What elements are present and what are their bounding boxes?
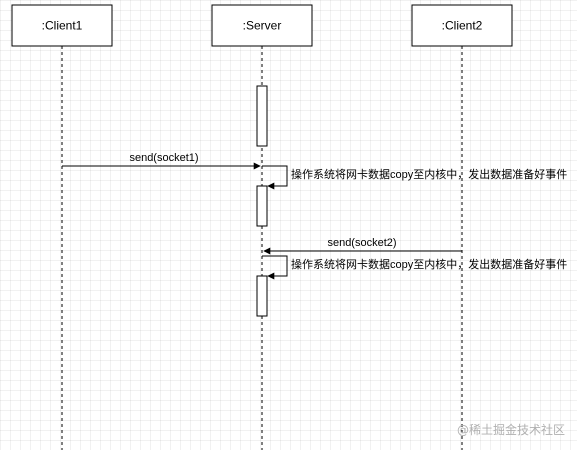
participant-client2[interactable]: :Client2	[411, 4, 513, 47]
message-send-socket2-label: send(socket2)	[327, 237, 396, 249]
watermark-text: @稀土掘金技术社区	[457, 422, 565, 437]
participant-server-label: :Server	[243, 19, 282, 33]
participant-client1[interactable]: :Client1	[11, 4, 113, 47]
participant-client2-label: :Client2	[442, 19, 483, 33]
message-send-socket1-label: send(socket1)	[129, 152, 198, 164]
message-send-socket1[interactable]: send(socket1)	[62, 152, 261, 170]
participant-client1-label: :Client1	[42, 19, 83, 33]
participant-server[interactable]: :Server	[211, 4, 313, 47]
self-message-copy-1[interactable]: 操作系统将网卡数据copy至内核中，发出数据准备好事件	[262, 165, 567, 190]
activation-bar-server-1	[256, 85, 268, 147]
activation-bar-server-3	[256, 275, 268, 317]
activation-bar-server-2	[256, 185, 268, 227]
self-message-copy-2-label: 操作系统将网卡数据copy至内核中，发出数据准备好事件	[291, 257, 567, 271]
message-send-socket2[interactable]: send(socket2)	[263, 237, 462, 255]
self-message-copy-1-label: 操作系统将网卡数据copy至内核中，发出数据准备好事件	[291, 167, 567, 181]
self-message-copy-2[interactable]: 操作系统将网卡数据copy至内核中，发出数据准备好事件	[262, 255, 567, 280]
